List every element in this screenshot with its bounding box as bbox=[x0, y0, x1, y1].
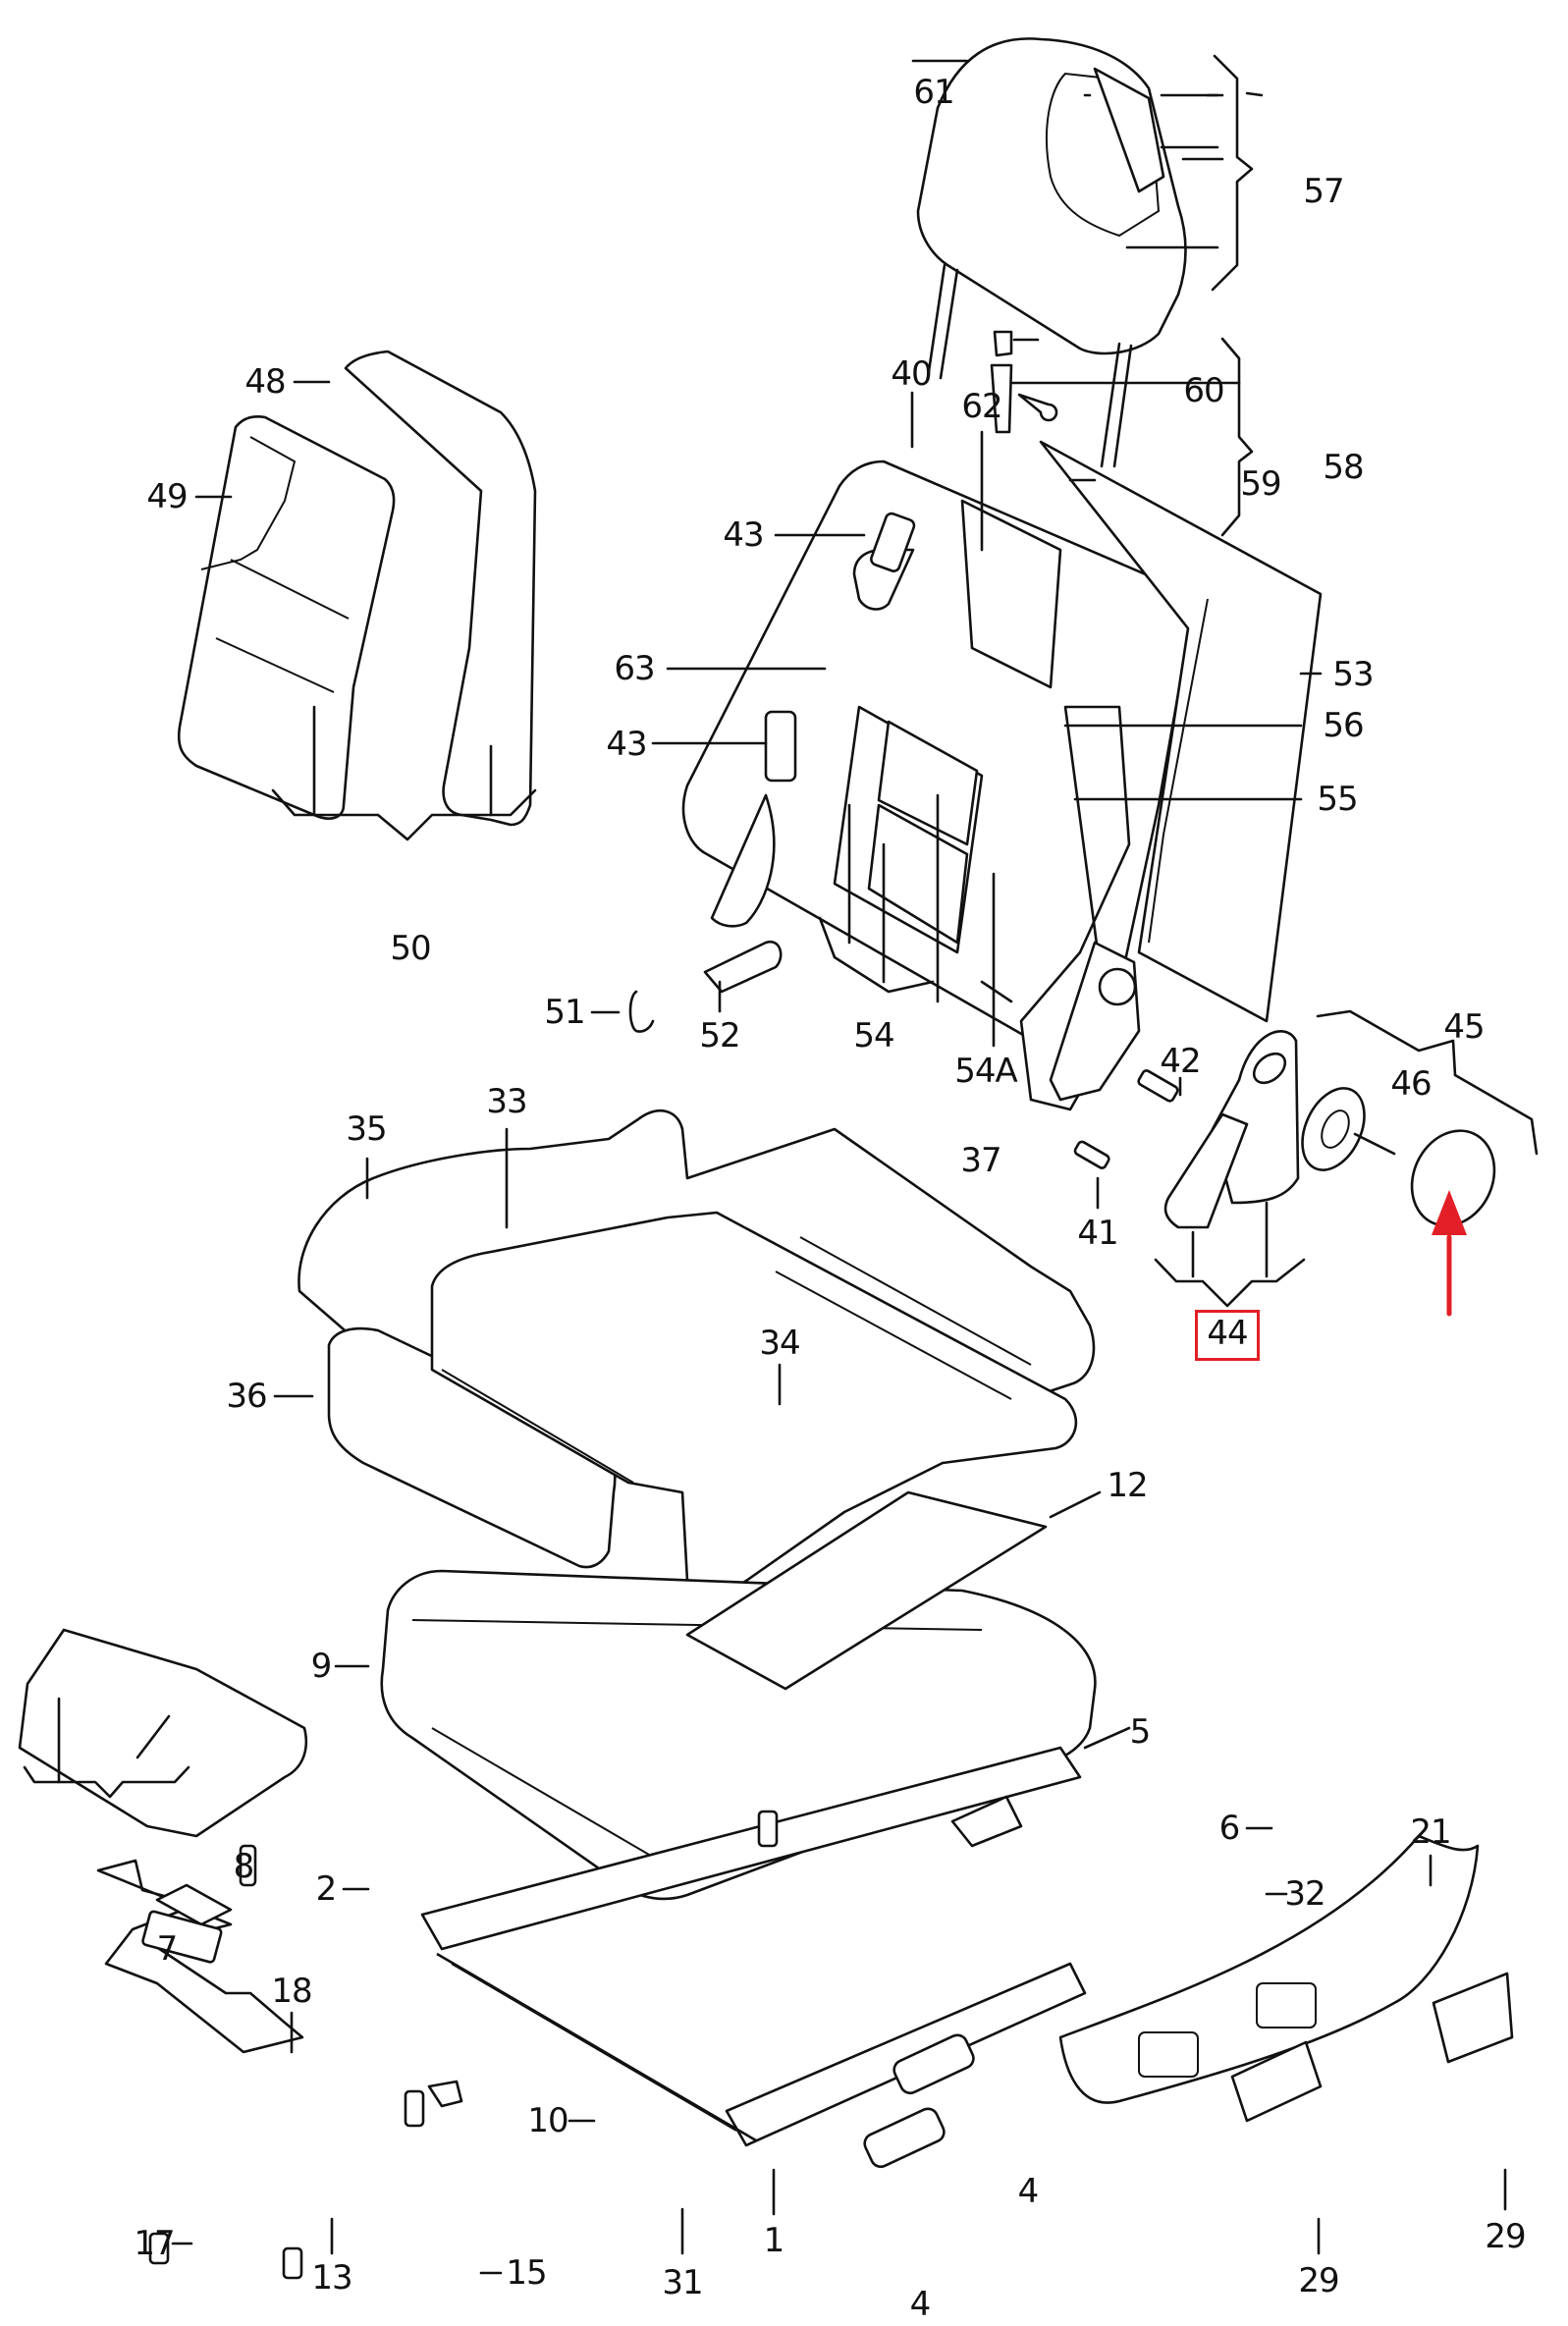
part-label-55[interactable]: 55 bbox=[1317, 780, 1358, 819]
control-unit-part bbox=[18, 1628, 308, 1838]
part-label-51[interactable]: 51 bbox=[544, 993, 585, 1032]
part-label-46[interactable]: 46 bbox=[1390, 1064, 1432, 1104]
part-label-52[interactable]: 52 bbox=[699, 1016, 740, 1055]
part-label-48[interactable]: 48 bbox=[244, 362, 286, 402]
red-arrow bbox=[1432, 1190, 1467, 1317]
part-label-45[interactable]: 45 bbox=[1443, 1007, 1485, 1047]
heating-mat-part bbox=[685, 1490, 1048, 1691]
clip-part bbox=[628, 990, 655, 1033]
part-label-8[interactable]: 8 bbox=[233, 1847, 255, 1886]
part-label-32[interactable]: 32 bbox=[1284, 1874, 1325, 1914]
backrest-frame-part bbox=[681, 440, 1323, 1111]
part-label-29-left[interactable]: 29 bbox=[1298, 2261, 1339, 2300]
part-label-35[interactable]: 35 bbox=[346, 1109, 387, 1149]
part-label-21[interactable]: 21 bbox=[1410, 1812, 1451, 1852]
part-label-29-right[interactable]: 29 bbox=[1485, 2217, 1526, 2256]
part-label-58[interactable]: 58 bbox=[1323, 448, 1364, 487]
part-label-43-lower[interactable]: 43 bbox=[606, 725, 647, 764]
part-label-9[interactable]: 9 bbox=[310, 1647, 333, 1686]
recliner-mechanism-part bbox=[1163, 1030, 1300, 1229]
part-label-62[interactable]: 62 bbox=[961, 387, 1002, 426]
part-label-57[interactable]: 57 bbox=[1303, 172, 1344, 211]
headrest-part bbox=[916, 37, 1187, 468]
part-label-43-upper[interactable]: 43 bbox=[723, 515, 764, 555]
part-label-4-upper[interactable]: 4 bbox=[1017, 2172, 1040, 2211]
part-label-41[interactable]: 41 bbox=[1077, 1214, 1118, 1253]
part-label-31[interactable]: 31 bbox=[662, 2263, 703, 2302]
part-label-12[interactable]: 12 bbox=[1107, 1466, 1148, 1505]
part-label-33[interactable]: 33 bbox=[486, 1082, 527, 1121]
part-label-37[interactable]: 37 bbox=[960, 1141, 1001, 1180]
part-label-53[interactable]: 53 bbox=[1332, 655, 1374, 694]
highlight-box-44 bbox=[1195, 1310, 1260, 1361]
part-label-10[interactable]: 10 bbox=[527, 2101, 568, 2140]
part-label-49[interactable]: 49 bbox=[146, 477, 188, 516]
cover-cap-part bbox=[1410, 1129, 1496, 1227]
part-label-18[interactable]: 18 bbox=[271, 1972, 312, 2011]
part-label-17[interactable]: 17 bbox=[134, 2224, 175, 2263]
seat-cushion-part bbox=[297, 1109, 1096, 1597]
leader-lines bbox=[171, 59, 1507, 2275]
part-label-63[interactable]: 63 bbox=[614, 649, 655, 688]
part-label-54A[interactable]: 54A bbox=[954, 1052, 1018, 1091]
part-label-61[interactable]: 61 bbox=[913, 73, 954, 112]
part-label-2[interactable]: 2 bbox=[315, 1869, 338, 1909]
part-label-60[interactable]: 60 bbox=[1183, 371, 1224, 410]
part-label-56[interactable]: 56 bbox=[1323, 706, 1364, 745]
control-box-part bbox=[155, 1883, 233, 1926]
backrest-cover-part bbox=[177, 350, 537, 827]
part-label-34[interactable]: 34 bbox=[759, 1324, 800, 1363]
flange-part bbox=[1301, 1087, 1366, 1171]
part-label-6[interactable]: 6 bbox=[1218, 1809, 1241, 1848]
part-label-4-lower[interactable]: 4 bbox=[909, 2285, 932, 2324]
seat-rail-part bbox=[420, 1746, 1087, 2147]
mounting-bracket-part bbox=[96, 1859, 304, 2054]
side-trim-part bbox=[1058, 1834, 1480, 2104]
part-label-59[interactable]: 59 bbox=[1240, 464, 1281, 504]
part-label-7[interactable]: 7 bbox=[156, 1929, 179, 1969]
part-label-42[interactable]: 42 bbox=[1160, 1042, 1201, 1081]
part-label-54[interactable]: 54 bbox=[853, 1016, 894, 1055]
part-label-13[interactable]: 13 bbox=[311, 2258, 352, 2298]
part-label-5[interactable]: 5 bbox=[1129, 1712, 1152, 1752]
part-label-44[interactable]: 44 bbox=[1207, 1314, 1248, 1353]
part-label-15[interactable]: 15 bbox=[506, 2253, 547, 2293]
part-label-36[interactable]: 36 bbox=[226, 1377, 267, 1416]
part-label-50[interactable]: 50 bbox=[390, 929, 431, 968]
part-label-40[interactable]: 40 bbox=[891, 354, 932, 394]
part-label-1[interactable]: 1 bbox=[763, 2221, 785, 2260]
